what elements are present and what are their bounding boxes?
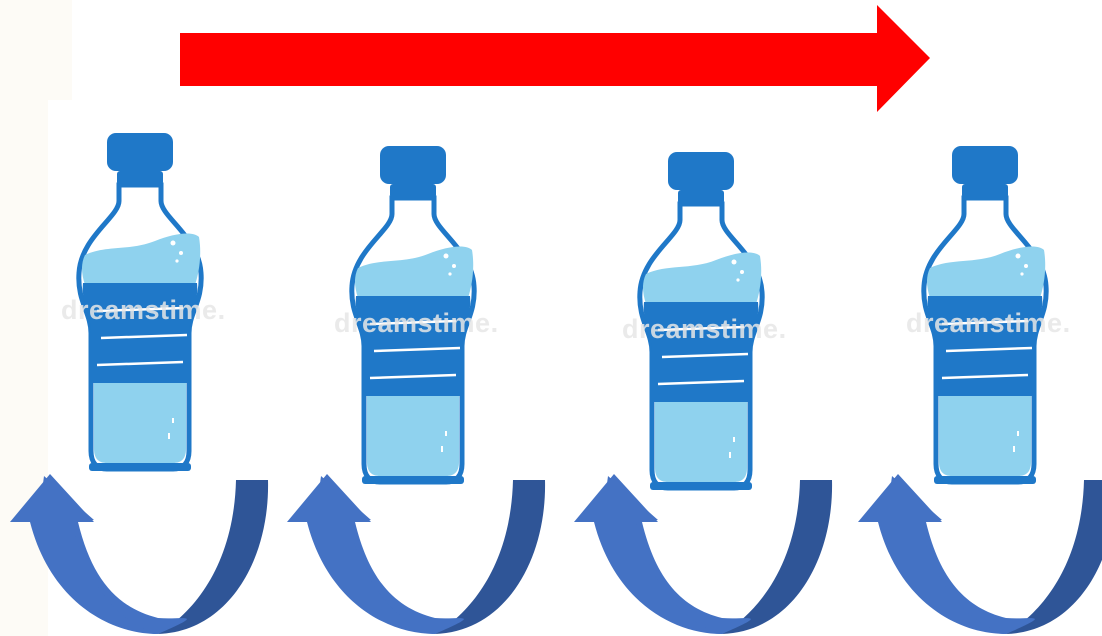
- watermark-text: dreamstime.: [61, 295, 226, 325]
- curve-arrowhead: [287, 474, 371, 522]
- watermark-text: dreamstime.: [334, 308, 499, 338]
- watermark-text: dreamstime.: [622, 314, 787, 344]
- water-bubble: [1016, 254, 1021, 259]
- water-bubble: [740, 270, 744, 274]
- water-bubble: [171, 241, 176, 246]
- bottle-base: [650, 482, 752, 490]
- water-bubble: [175, 259, 178, 262]
- water-bubble: [1024, 264, 1028, 268]
- right-arrow-icon: [180, 5, 930, 112]
- curve-arm-right: [435, 480, 545, 634]
- curve-arrowhead: [574, 474, 658, 522]
- curved-up-arrow-icon: [858, 474, 1102, 634]
- water-bubble: [452, 264, 456, 268]
- water-bottle-icon: dreamstime.: [622, 152, 787, 490]
- water-bubble: [179, 251, 183, 255]
- water-bottle-icon: dreamstime.: [61, 133, 226, 471]
- water-bubble: [732, 260, 737, 265]
- water-bottle-icon: dreamstime.: [906, 146, 1071, 484]
- bottle-base: [934, 476, 1036, 484]
- curve-arm-right: [722, 480, 832, 634]
- watermark-text: dreamstime.: [906, 308, 1071, 338]
- bottle-cap: [107, 133, 173, 171]
- curve-arrowhead: [10, 474, 94, 522]
- water-bottle-icon: dreamstime.: [334, 146, 499, 484]
- bottle-cap: [952, 146, 1018, 184]
- bottle-cap: [380, 146, 446, 184]
- bottle-base: [89, 463, 191, 471]
- curved-up-arrow-icon: [287, 474, 545, 634]
- water-bubble: [444, 254, 449, 259]
- water-bubble: [736, 278, 739, 281]
- curve-arrowhead: [858, 474, 942, 522]
- bottle-base: [362, 476, 464, 484]
- curved-up-arrow-icon: [10, 474, 268, 634]
- water-bubble: [1020, 272, 1023, 275]
- water-bubble: [448, 272, 451, 275]
- curve-arm-right: [158, 480, 268, 634]
- curved-up-arrow-icon: [574, 474, 832, 634]
- bottle-cap: [668, 152, 734, 190]
- curve-arm-right: [1006, 480, 1102, 634]
